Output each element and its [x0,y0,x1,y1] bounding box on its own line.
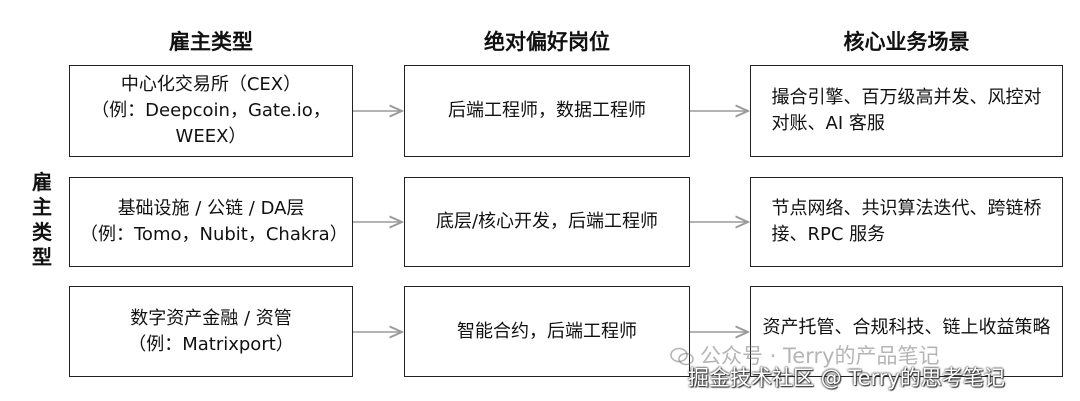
juejin-watermark: 掘金技术社区 @ Terry的思考笔记 [688,366,1005,390]
scenario-line: 接、RPC 服务 [771,224,886,245]
employer-line: WEEX） [175,126,247,147]
header-core-scenarios: 核心业务场景 [843,30,970,54]
side-label-char: 主 [32,195,52,219]
employer-line: 基础设施 / 公链 / DA层 [117,198,305,219]
side-label-char: 型 [32,245,52,269]
employer-box-cex: 中心化交易所（CEX） （例：Deepcoin，Gate.io， WEEX） [69,65,353,157]
scenarios-box-cex: 撮合引擎、百万级高并发、风控对 对账、AI 客服 [750,65,1063,157]
roles-text: 后端工程师，数据工程师 [448,100,646,121]
roles-box-cex: 后端工程师，数据工程师 [404,65,690,157]
scenario-line: 节点网络、共识算法迭代、跨链桥 [771,198,1042,219]
roles-box-infrastructure: 底层/核心开发，后端工程师 [404,177,690,267]
scenario-line: 撮合引擎、百万级高并发、风控对 [771,87,1042,108]
employer-line: （例：Deepcoin，Gate.io， [91,100,331,121]
side-label-employer-type: 雇 主 类 型 [28,170,56,270]
header-employer-type: 雇主类型 [169,30,253,54]
employer-box-infrastructure: 基础设施 / 公链 / DA层 （例：Tomo，Nubit，Chakra） [69,177,353,267]
scenario-line: 对账、AI 客服 [771,113,885,134]
scenarios-box-digital-asset-finance: 资产托管、合规科技、链上收益策略 [750,286,1063,377]
employer-line: 数字资产金融 / 资管 [130,307,292,329]
employer-line: 中心化交易所（CEX） [120,74,302,95]
employer-line: （例：Matrixport） [128,333,294,355]
wechat-icon [670,347,694,366]
wechat-watermark-text: 公众号 · Terry的产品笔记 [700,344,940,368]
roles-box-digital-asset-finance: 智能合约，后端工程师 [404,286,690,377]
employer-box-digital-asset-finance: 数字资产金融 / 资管 （例：Matrixport） [69,286,353,377]
wechat-watermark: 公众号 · Terry的产品笔记 [670,340,940,370]
scenarios-box-infrastructure: 节点网络、共识算法迭代、跨链桥 接、RPC 服务 [750,177,1063,267]
roles-text: 智能合约，后端工程师 [457,320,637,342]
employer-line: （例：Tomo，Nubit，Chakra） [80,224,348,245]
header-preferred-roles: 绝对偏好岗位 [484,30,610,54]
side-label-char: 类 [32,220,52,244]
side-label-char: 雇 [32,170,52,194]
roles-text: 底层/核心开发，后端工程师 [435,211,659,232]
scenario-line: 资产托管、合规科技、链上收益策略 [762,317,1051,338]
